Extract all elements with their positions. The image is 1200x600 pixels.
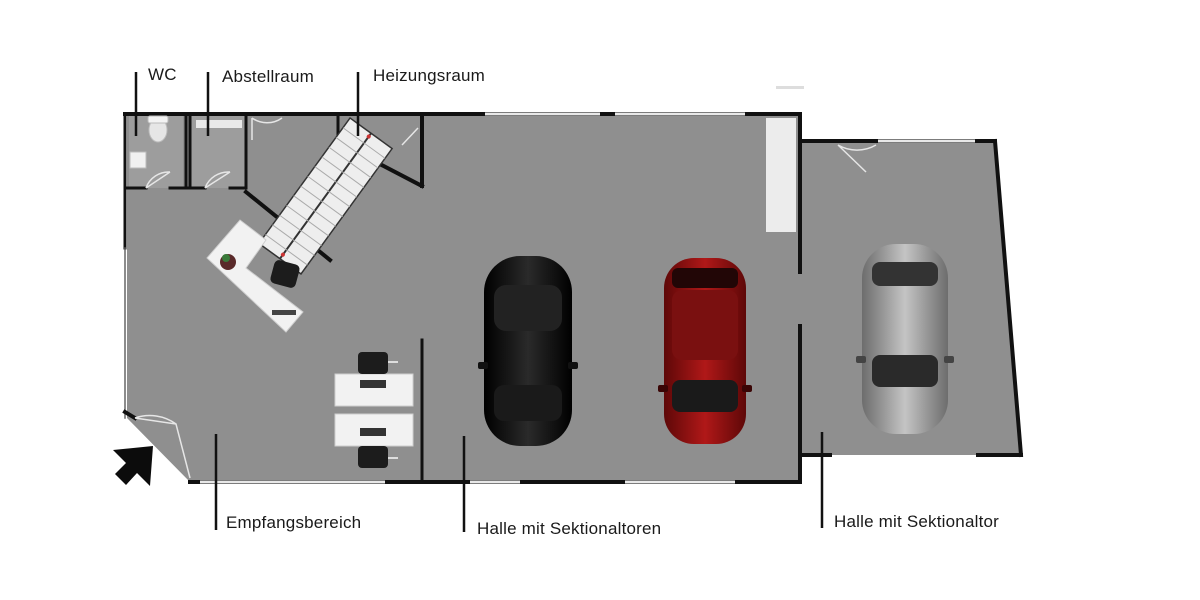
label-empfangsbereich: Empfangsbereich [226,513,361,532]
label-wc: WC [148,65,177,84]
reception-desk [206,219,304,333]
label-halle-sektionaltoren: Halle mit Sektionaltoren [477,519,661,538]
storage-shelf [196,120,242,128]
car-black [478,256,578,446]
entrance-arrow-icon [113,446,153,486]
toilet-icon [147,115,169,143]
wall-shelf [766,118,796,232]
work-desk-bottom [334,413,414,468]
staircase [257,116,394,276]
label-heizungsraum: Heizungsraum [373,66,485,85]
label-abstellraum: Abstellraum [222,67,314,86]
car-red [658,258,752,444]
work-desk-top [334,352,414,407]
windows [200,112,975,484]
door-swings [134,117,877,479]
office-chair-icon [270,260,300,288]
top-mark [776,86,804,89]
car-grey [856,244,954,434]
leader-lines [134,72,824,532]
sink-icon [129,151,147,169]
label-halle-sektionaltor: Halle mit Sektionaltor [834,512,999,531]
